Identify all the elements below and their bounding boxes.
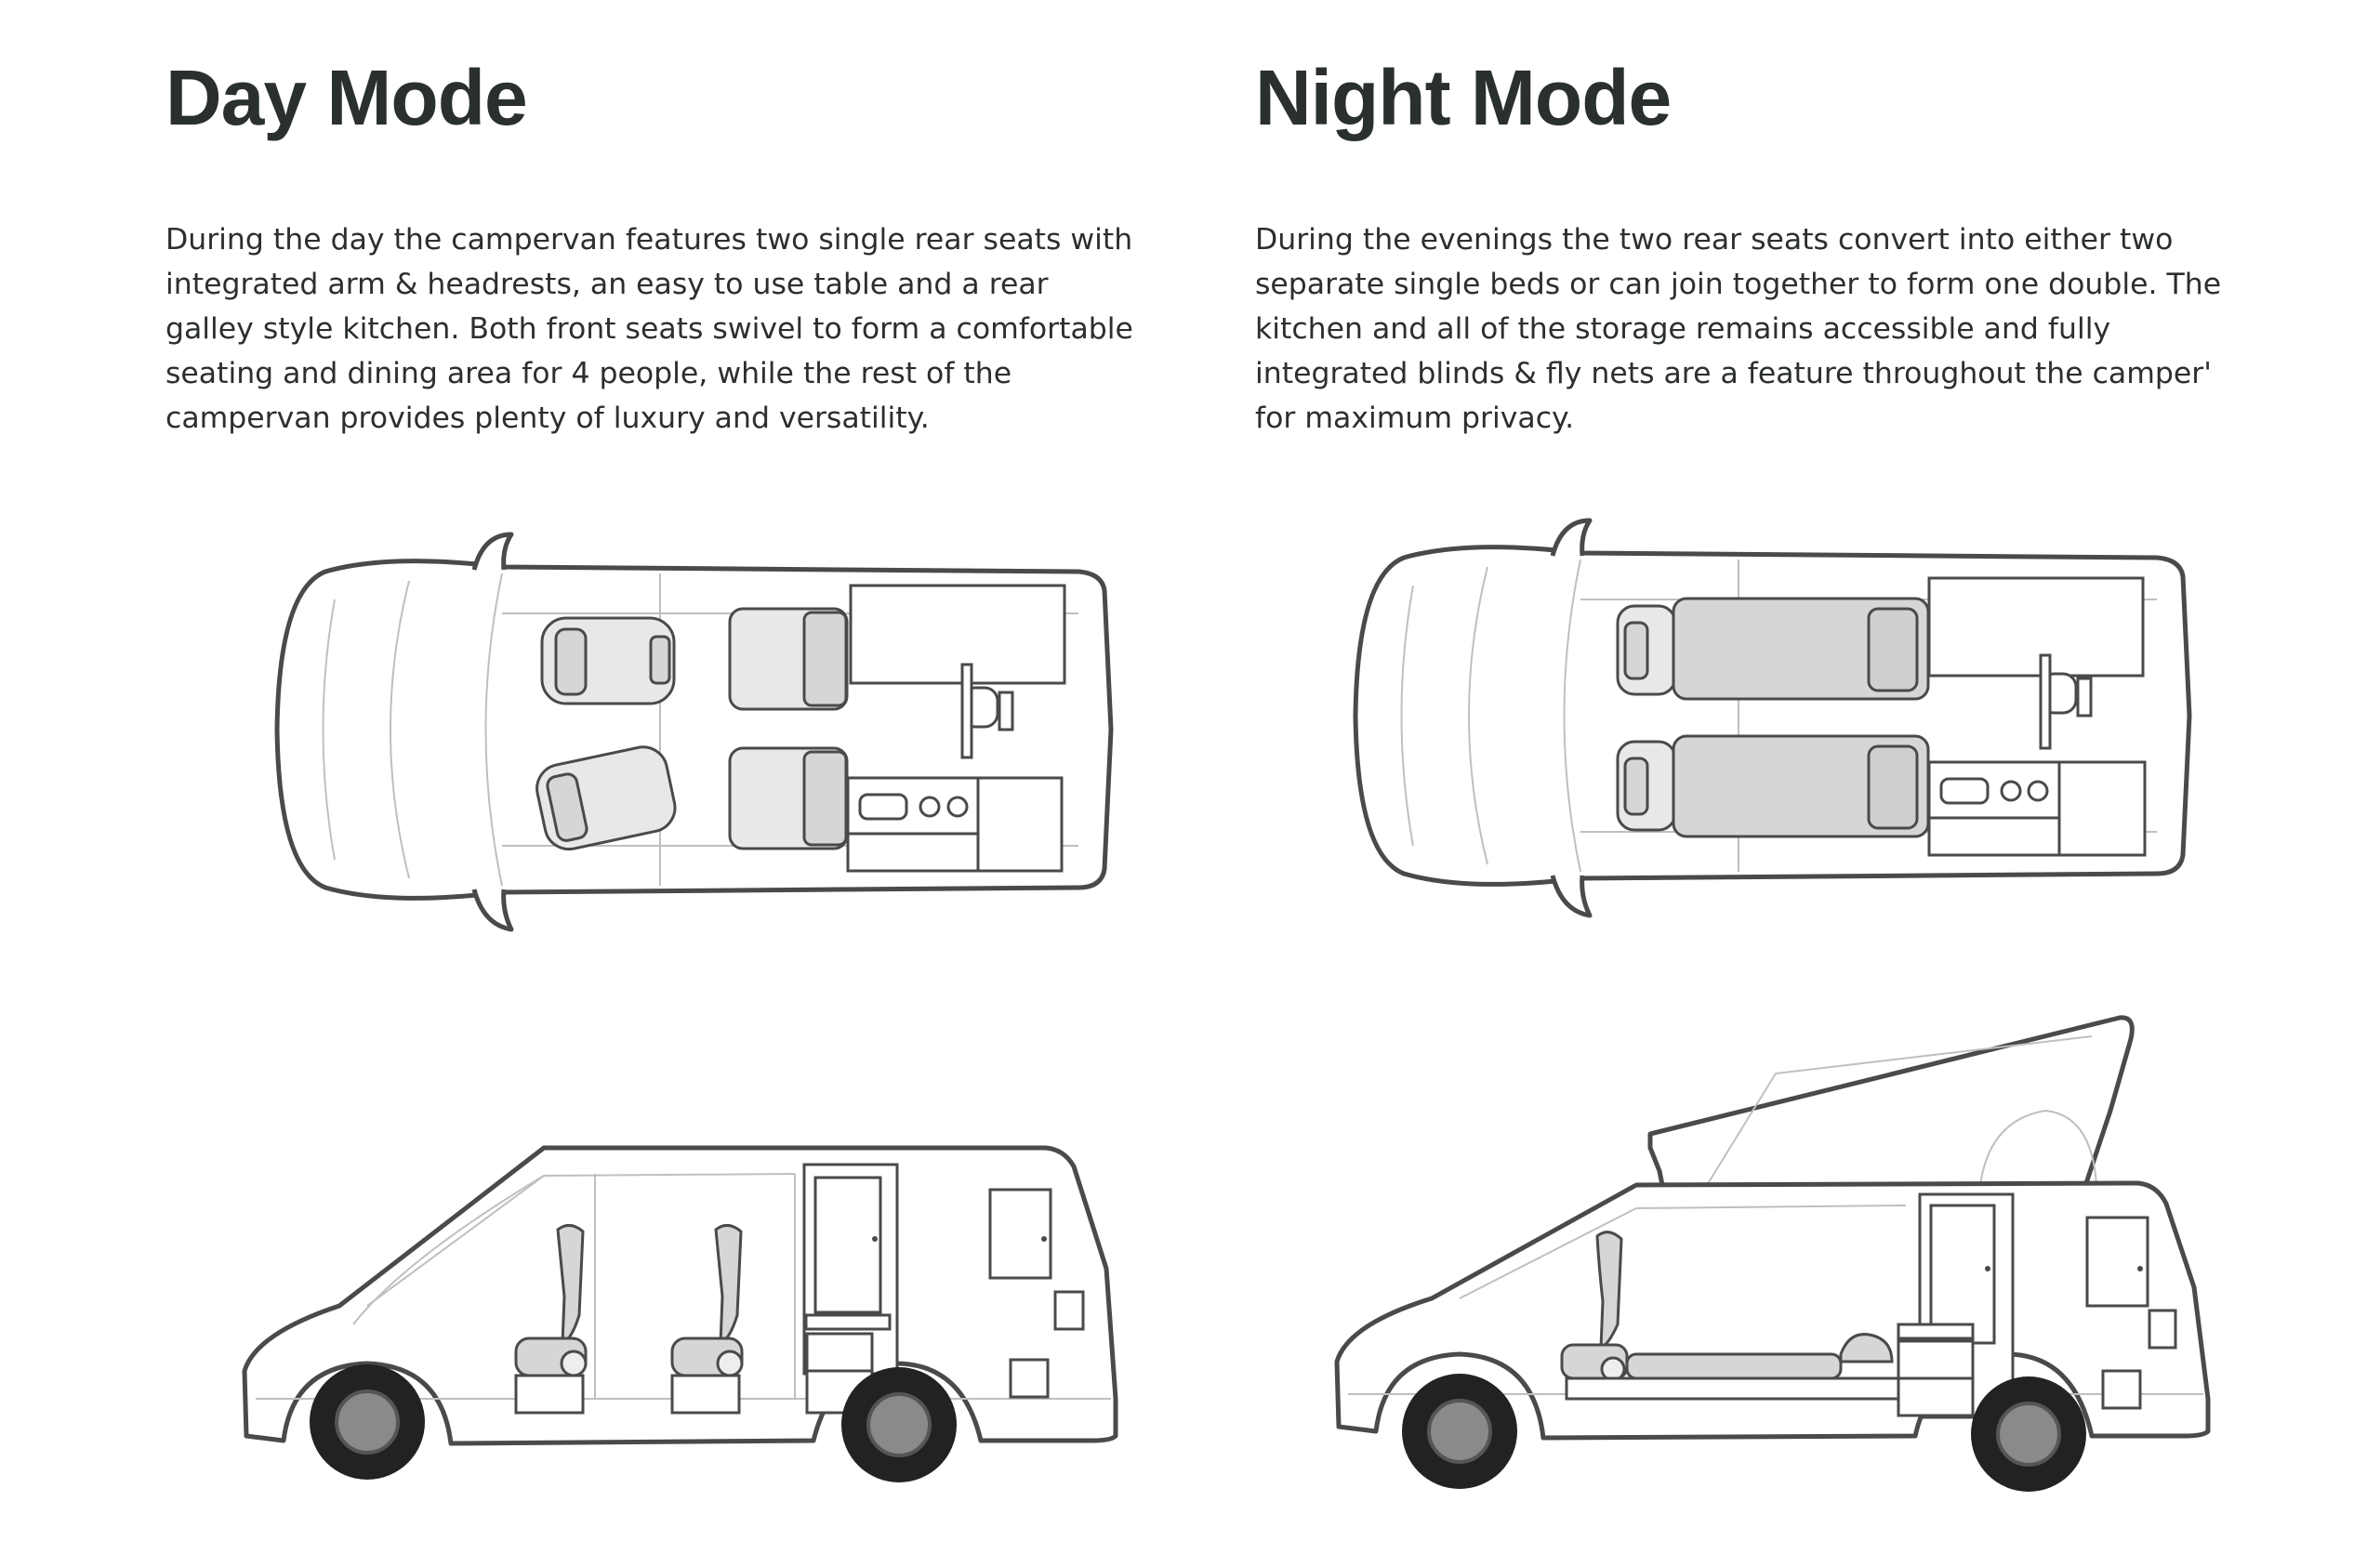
night-side-view-drawing	[1329, 1008, 2241, 1529]
day-mode-title: Day Mode	[165, 54, 528, 141]
night-mode-section: Night Mode During the evenings the two r…	[1255, 46, 2241, 441]
campervan-top-view-day-icon	[274, 532, 1114, 932]
day-top-view-drawing	[260, 516, 1134, 943]
day-mode-description: During the day the campervan features tw…	[165, 223, 1133, 435]
night-mode-description: During the evenings the two rear seats c…	[1255, 223, 2222, 435]
campervan-side-view-day-icon	[242, 1145, 1118, 1482]
campervan-side-view-poptop-icon	[1334, 1015, 2211, 1492]
day-mode-section: Day Mode During the day the campervan fe…	[165, 46, 1151, 441]
night-top-view-drawing	[1339, 502, 2213, 929]
campervan-top-view-night-icon	[1353, 518, 2192, 918]
night-mode-title: Night Mode	[1255, 54, 1672, 141]
day-side-view-drawing	[237, 1120, 1130, 1510]
